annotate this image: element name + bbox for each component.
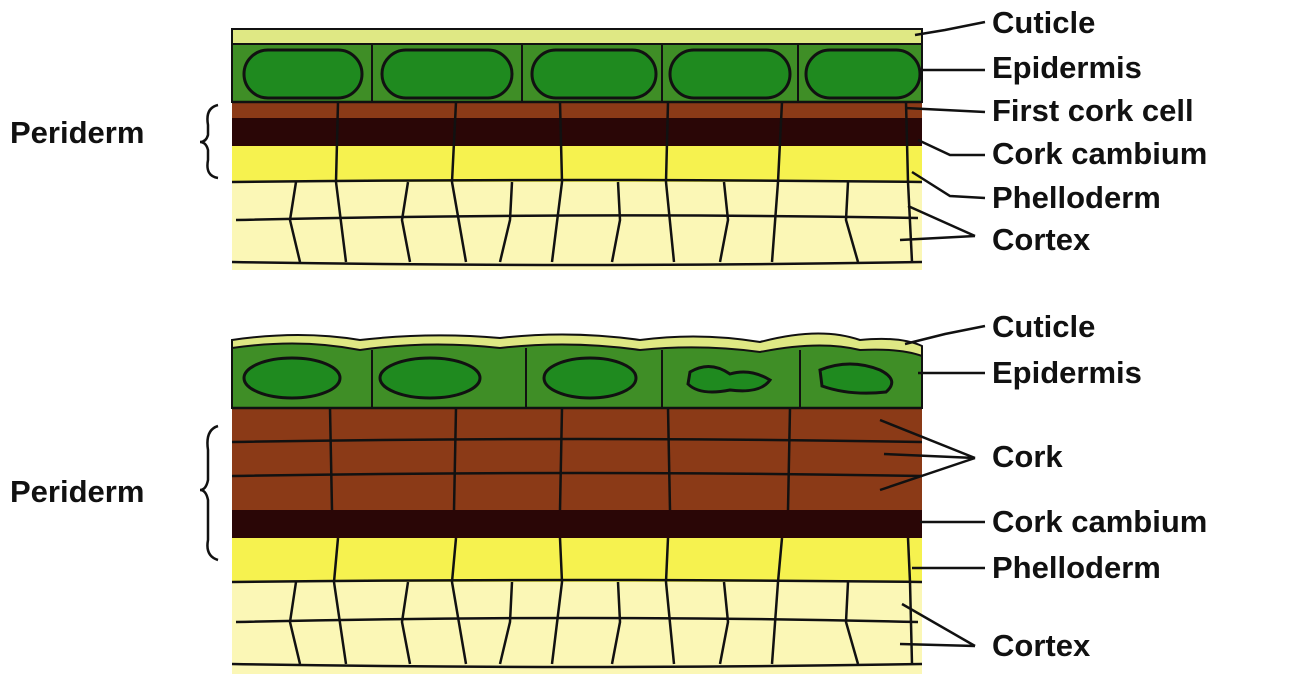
label-first-cork-cell: First cork cell bbox=[992, 93, 1194, 128]
periderm-label-young: Periderm bbox=[10, 115, 144, 150]
labels-mature: Cuticle Epidermis Cork Cork cambium Phel… bbox=[992, 309, 1207, 663]
label-cuticle-young: Cuticle bbox=[992, 5, 1095, 40]
periderm-bracket-mature bbox=[200, 426, 218, 560]
label-cuticle-mature: Cuticle bbox=[992, 309, 1095, 344]
epidermis-cells bbox=[244, 50, 920, 98]
label-cork: Cork bbox=[992, 439, 1063, 474]
periderm-label-mature: Periderm bbox=[10, 474, 144, 509]
label-epidermis-mature: Epidermis bbox=[992, 355, 1142, 390]
cork-layer bbox=[232, 408, 922, 510]
cork-cambium-layer-mature bbox=[232, 510, 922, 538]
label-cortex-mature: Cortex bbox=[992, 628, 1091, 663]
cortex-layer bbox=[232, 182, 922, 270]
label-cortex-young: Cortex bbox=[992, 222, 1091, 257]
label-cork-cambium-mature: Cork cambium bbox=[992, 504, 1207, 539]
panel-young bbox=[232, 29, 922, 270]
cork-cambium-layer bbox=[232, 118, 922, 146]
first-cork-layer bbox=[232, 102, 922, 118]
label-phelloderm-young: Phelloderm bbox=[992, 180, 1161, 215]
periderm-bracket-young bbox=[200, 105, 218, 178]
label-epidermis-young: Epidermis bbox=[992, 50, 1142, 85]
panel-mature bbox=[232, 333, 922, 674]
labels-young: Cuticle Epidermis First cork cell Cork c… bbox=[992, 5, 1207, 257]
label-phelloderm-mature: Phelloderm bbox=[992, 550, 1161, 585]
label-cork-cambium-young: Cork cambium bbox=[992, 136, 1207, 171]
